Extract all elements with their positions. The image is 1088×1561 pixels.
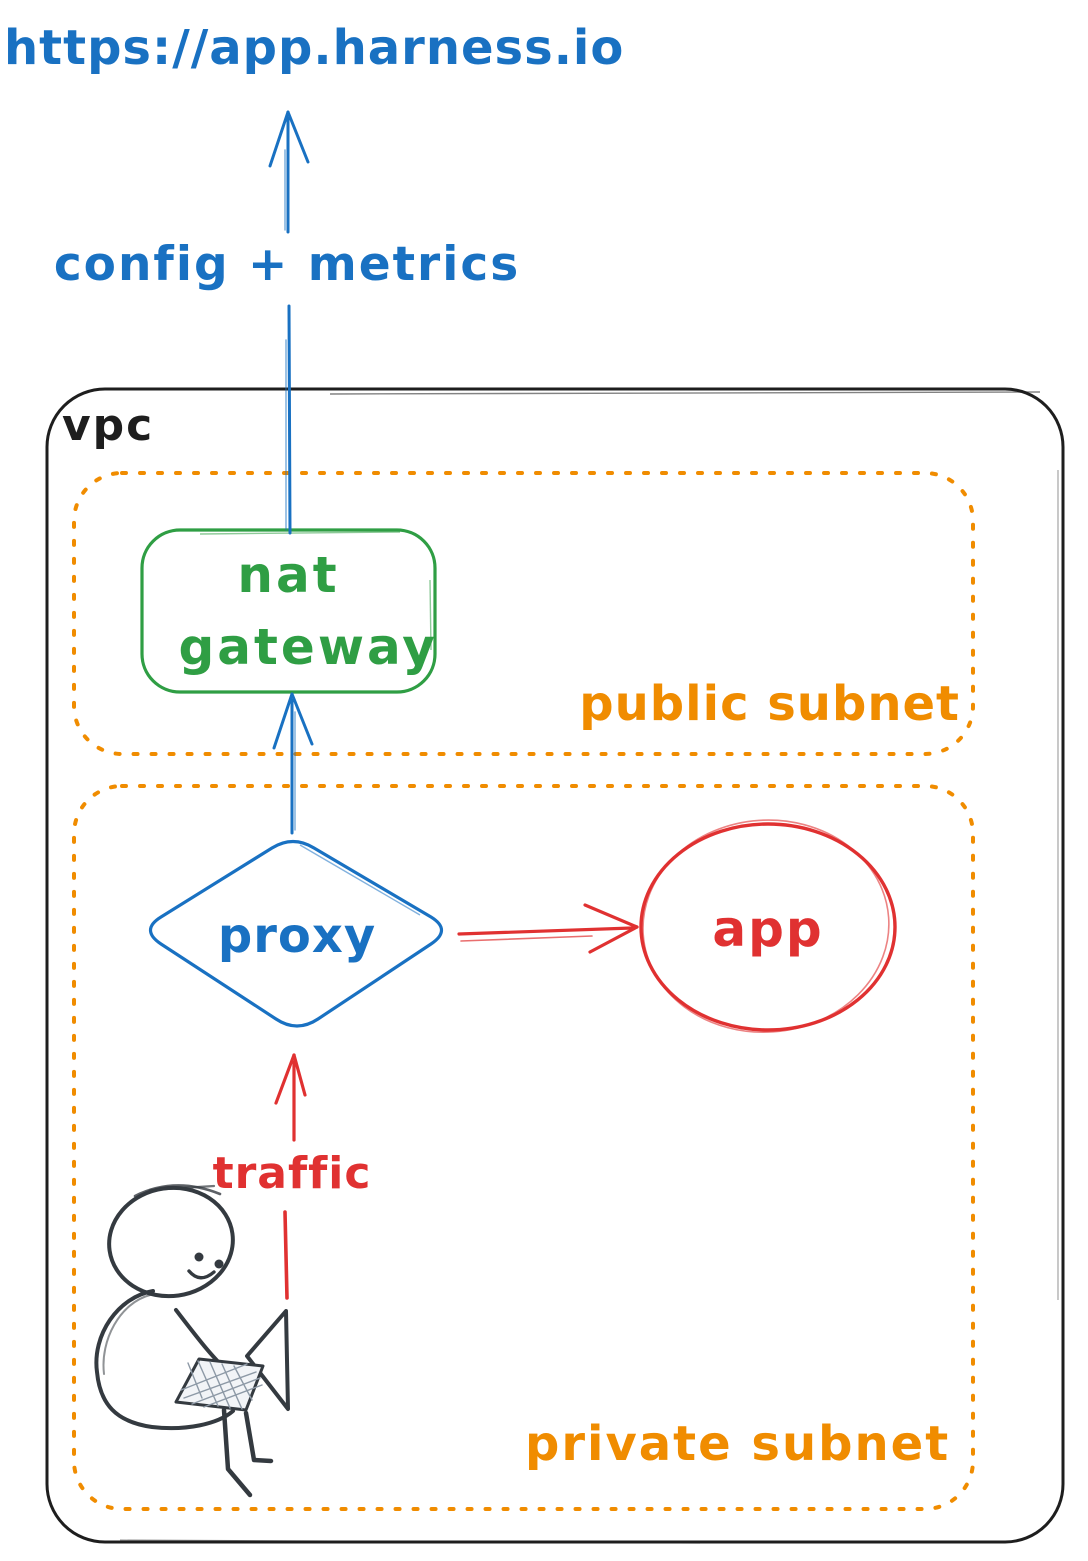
app-label: app xyxy=(712,900,824,958)
public-subnet-border xyxy=(72,471,975,756)
proxy-to-nat-arrow xyxy=(272,692,314,835)
person-with-laptop-illustration xyxy=(94,1184,290,1498)
vpc-label: vpc xyxy=(62,400,155,451)
proxy-label: proxy xyxy=(217,908,377,964)
harness-url-label: https://app.harness.io xyxy=(4,20,625,76)
app-circle-shape xyxy=(639,819,897,1034)
private-subnet-label: private subnet xyxy=(525,1416,951,1472)
proxy-to-app-arrow xyxy=(457,903,639,954)
vpc-border xyxy=(45,387,1065,1544)
traffic-arrow xyxy=(274,1053,307,1300)
nat-gateway-label: nat gateway xyxy=(178,545,438,677)
private-subnet-border xyxy=(72,784,975,1511)
config-metrics-label: config + metrics xyxy=(53,237,521,292)
traffic-label: traffic xyxy=(212,1148,372,1199)
proxy-diamond-shape xyxy=(148,839,444,1028)
public-subnet-label: public subnet xyxy=(579,676,960,732)
config-metrics-arrow xyxy=(268,110,310,535)
